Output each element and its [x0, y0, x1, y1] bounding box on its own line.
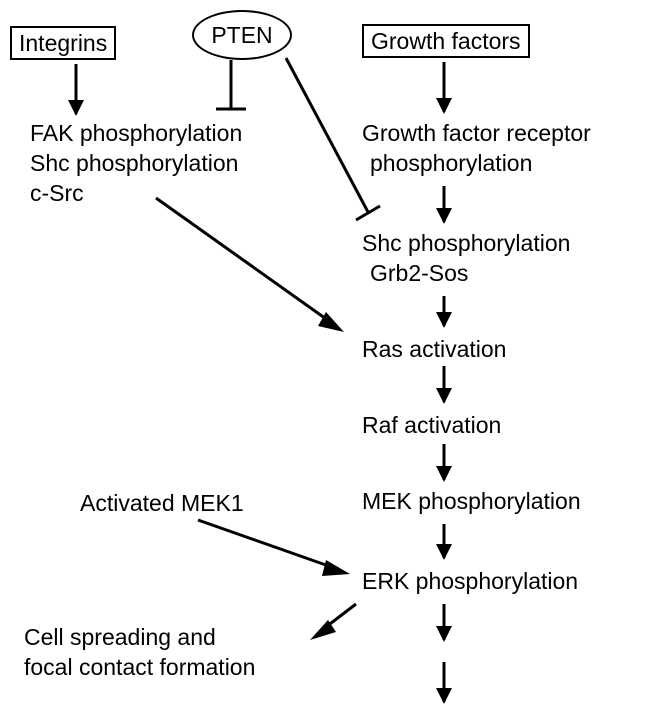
arrow-fak-to-ras	[155, 196, 344, 332]
arrow-erk-down-2	[436, 662, 452, 704]
activated-mek1-node: Activated MEK1	[80, 488, 244, 518]
cell-spreading-node: Cell spreading and focal contact formati…	[24, 622, 255, 682]
raf-node: Raf activation	[362, 410, 501, 440]
arrow-gf-to-gfr	[436, 62, 452, 114]
integrins-node: Integrins	[10, 26, 117, 60]
mek-node: MEK phosphorylation	[362, 486, 581, 516]
integrins-label: Integrins	[19, 30, 108, 56]
cell-spreading-line-1: Cell spreading and	[24, 624, 216, 650]
gfr-line-1: Growth factor receptor	[362, 120, 591, 146]
erk-label: ERK phosphorylation	[362, 568, 579, 594]
arrow-mek-to-erk	[436, 524, 452, 560]
fak-line-1: FAK phosphorylation	[30, 120, 243, 146]
erk-node: ERK phosphorylation	[362, 566, 578, 596]
arrow-mek1-to-erk	[197, 518, 350, 576]
fak-line-2: Shc phosphorylation	[30, 150, 239, 176]
activated-mek1-label: Activated MEK1	[80, 490, 244, 516]
cell-spreading-line-2: focal contact formation	[24, 654, 256, 680]
growth-factors-node: Growth factors	[362, 24, 530, 58]
growth-factors-label: Growth factors	[371, 28, 521, 54]
raf-label: Raf activation	[362, 412, 502, 438]
pten-node: PTEN	[192, 10, 292, 60]
fak-block-node: FAK phosphorylation Shc phosphorylation …	[30, 118, 242, 208]
arrow-raf-to-mek	[436, 444, 452, 482]
arrow-ras-to-raf	[436, 366, 452, 404]
gfr-line-2: phosphorylation	[370, 150, 533, 176]
mek-label: MEK phosphorylation	[362, 488, 581, 514]
fak-line-3: c-Src	[30, 180, 84, 206]
shc-node: Shc phosphorylation Grb2-Sos	[362, 228, 570, 288]
shc-line-2: Grb2-Sos	[370, 260, 469, 286]
inhibit-pten-to-fak	[216, 60, 246, 111]
ras-label: Ras activation	[362, 336, 507, 362]
gfr-node: Growth factor receptor phosphorylation	[362, 118, 591, 178]
shc-line-1: Shc phosphorylation	[362, 230, 571, 256]
arrow-erk-down-1	[436, 604, 452, 642]
arrow-shc-to-ras	[436, 296, 452, 328]
ras-node: Ras activation	[362, 334, 506, 364]
inhibit-pten-to-shc	[284, 57, 381, 222]
arrow-erk-to-cell-spreading	[310, 602, 357, 640]
arrow-gfr-to-shc	[436, 186, 452, 224]
pten-label: PTEN	[211, 22, 273, 48]
arrow-integrins-to-fak	[68, 64, 84, 116]
